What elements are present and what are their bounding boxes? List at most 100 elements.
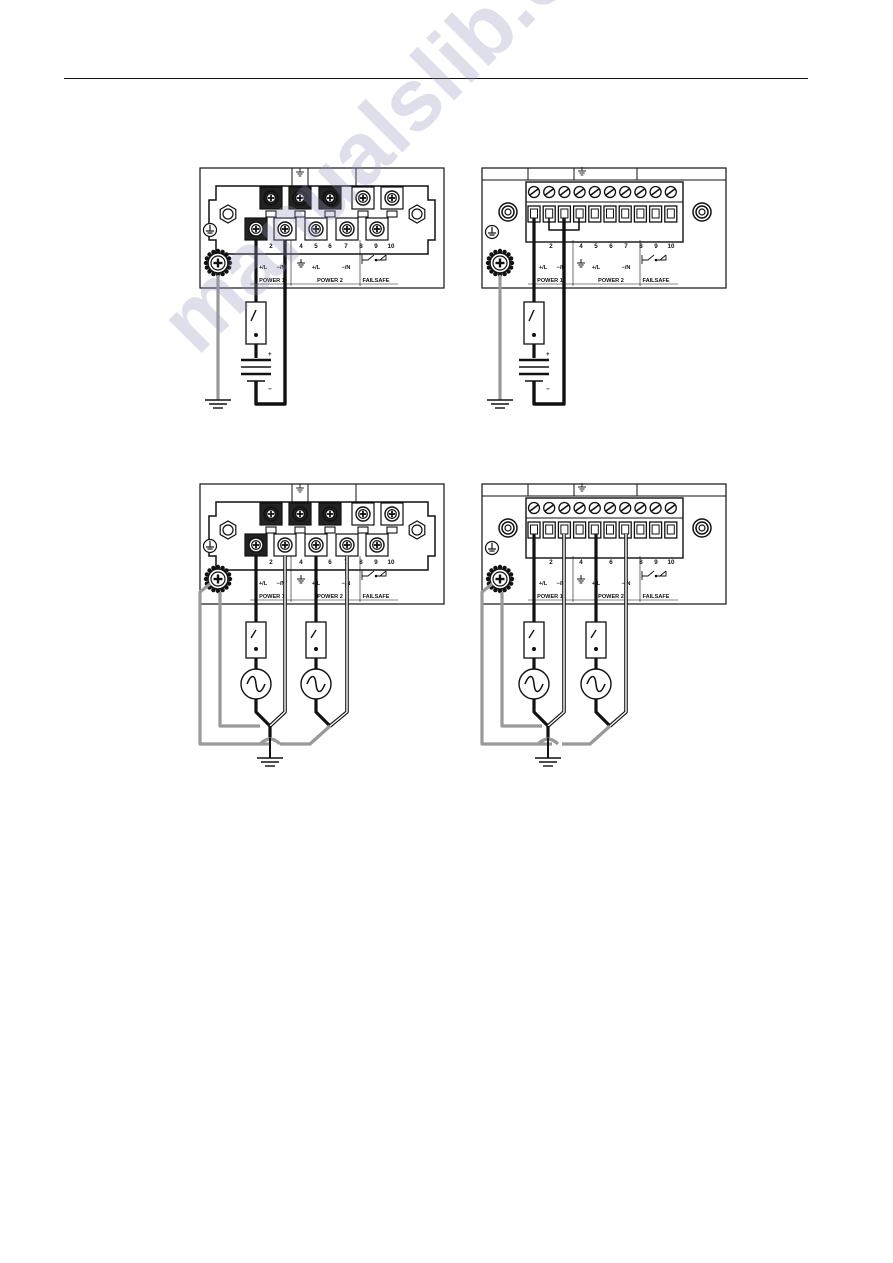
mounting-nut-icon	[219, 204, 237, 224]
spring-opening-inner	[575, 524, 584, 535]
terminal-clamp	[386, 210, 398, 218]
spring-screw	[664, 501, 677, 515]
earth-ground-icon	[487, 399, 513, 409]
line-wire-1	[254, 699, 272, 728]
mounting-nut-icon	[692, 202, 712, 222]
terminal-number: 9	[654, 559, 658, 566]
spring-opening-inner	[666, 208, 675, 219]
terminal-screw	[277, 221, 293, 237]
housing-ground-icon	[577, 575, 585, 584]
fuse-switch-icon	[245, 301, 267, 345]
housing-ground-icon	[578, 167, 586, 176]
mounting-nut-icon	[498, 202, 518, 222]
terminal-screw	[355, 190, 371, 206]
ground-screw-icon	[203, 564, 233, 594]
terminal-number: 8	[639, 559, 643, 566]
negative-wire	[532, 218, 566, 406]
fuse-switch-icon	[305, 621, 327, 659]
spring-screw	[649, 501, 662, 515]
label-minus-n: −/N	[277, 265, 286, 271]
spring-opening-inner	[545, 524, 554, 535]
terminal-number: 10	[388, 559, 395, 566]
terminal-number: 8	[359, 559, 363, 566]
housing-ground-icon	[578, 483, 586, 492]
spring-opening-inner	[590, 208, 599, 219]
label-failsafe: FAILSAFE	[642, 278, 669, 284]
label-plus-l: +/L	[539, 581, 548, 587]
terminal-screw	[369, 221, 385, 237]
ground-screw-icon	[203, 248, 233, 278]
spring-opening-inner	[560, 524, 569, 535]
label-plus-l-2: +/L	[312, 265, 321, 271]
ground-wire	[562, 724, 612, 746]
earth-ground-icon	[205, 399, 231, 409]
terminal-number: 8	[639, 243, 643, 250]
spring-opening-inner	[590, 524, 599, 535]
mounting-nut-icon	[408, 520, 426, 540]
label-power-1: POWER 1	[537, 278, 563, 284]
label-minus-n: −/N	[557, 581, 566, 587]
earth-symbol-icon	[202, 222, 218, 238]
mounting-nut-icon	[692, 518, 712, 538]
spring-screw	[573, 185, 586, 199]
terminal-number: 6	[609, 559, 613, 566]
spring-opening-inner	[666, 524, 675, 535]
spring-opening-inner	[651, 524, 660, 535]
spring-opening-inner	[636, 208, 645, 219]
terminal-screw	[322, 190, 338, 206]
spring-opening-inner	[545, 208, 554, 219]
label-plus-l: +/L	[539, 265, 548, 271]
terminal-screw	[292, 506, 308, 522]
ground-wire	[218, 592, 260, 728]
terminal-number: 10	[388, 243, 395, 250]
terminal-screw	[322, 506, 338, 522]
ac-source-icon	[580, 668, 612, 700]
terminal-number: 10	[668, 243, 675, 250]
label-power-2: POWER 2	[317, 594, 343, 600]
terminal-number: 7	[344, 243, 348, 250]
terminal-screw	[263, 506, 279, 522]
label-failsafe: FAILSAFE	[362, 278, 389, 284]
earth-symbol-icon	[484, 224, 500, 240]
terminal-screw	[355, 506, 371, 522]
spring-screw	[619, 501, 632, 515]
spring-screw	[527, 185, 541, 199]
terminal-number: 4	[579, 243, 583, 250]
terminal-screw	[263, 190, 279, 206]
terminal-screw	[384, 190, 400, 206]
ac-source-icon	[300, 668, 332, 700]
label-plus-l-2: +/L	[592, 265, 601, 271]
negative-wire	[254, 240, 287, 406]
spring-opening-inner	[651, 208, 660, 219]
battery-minus-label: −	[268, 386, 272, 393]
terminal-clamp	[386, 526, 398, 534]
spring-screw	[558, 185, 571, 199]
label-power-2: POWER 2	[598, 594, 624, 600]
spring-screw	[588, 501, 601, 515]
fuse-switch-icon	[523, 301, 545, 345]
label-minus-n: −/N	[277, 581, 286, 587]
spring-screw	[588, 185, 601, 199]
label-power-1: POWER 1	[537, 594, 563, 600]
spring-screw	[634, 185, 647, 199]
spring-opening-inner	[530, 524, 538, 535]
mounting-nut-icon	[498, 518, 518, 538]
header-rule	[64, 78, 808, 79]
terminal-screw	[277, 537, 293, 553]
earth-ground-icon	[257, 757, 283, 767]
terminal-number: 6	[328, 559, 332, 566]
fuse-switch-icon	[245, 621, 267, 659]
line-wire-2	[594, 699, 612, 728]
ground-wire	[198, 582, 270, 746]
jumper-wire	[548, 218, 580, 231]
ground-screw-icon	[485, 248, 515, 278]
terminal-number: 6	[609, 243, 613, 250]
terminal-number: 6	[328, 243, 332, 250]
spring-opening-inner	[621, 208, 630, 219]
terminal-number: 2	[269, 243, 273, 250]
label-minus-n: −/N	[557, 265, 566, 271]
